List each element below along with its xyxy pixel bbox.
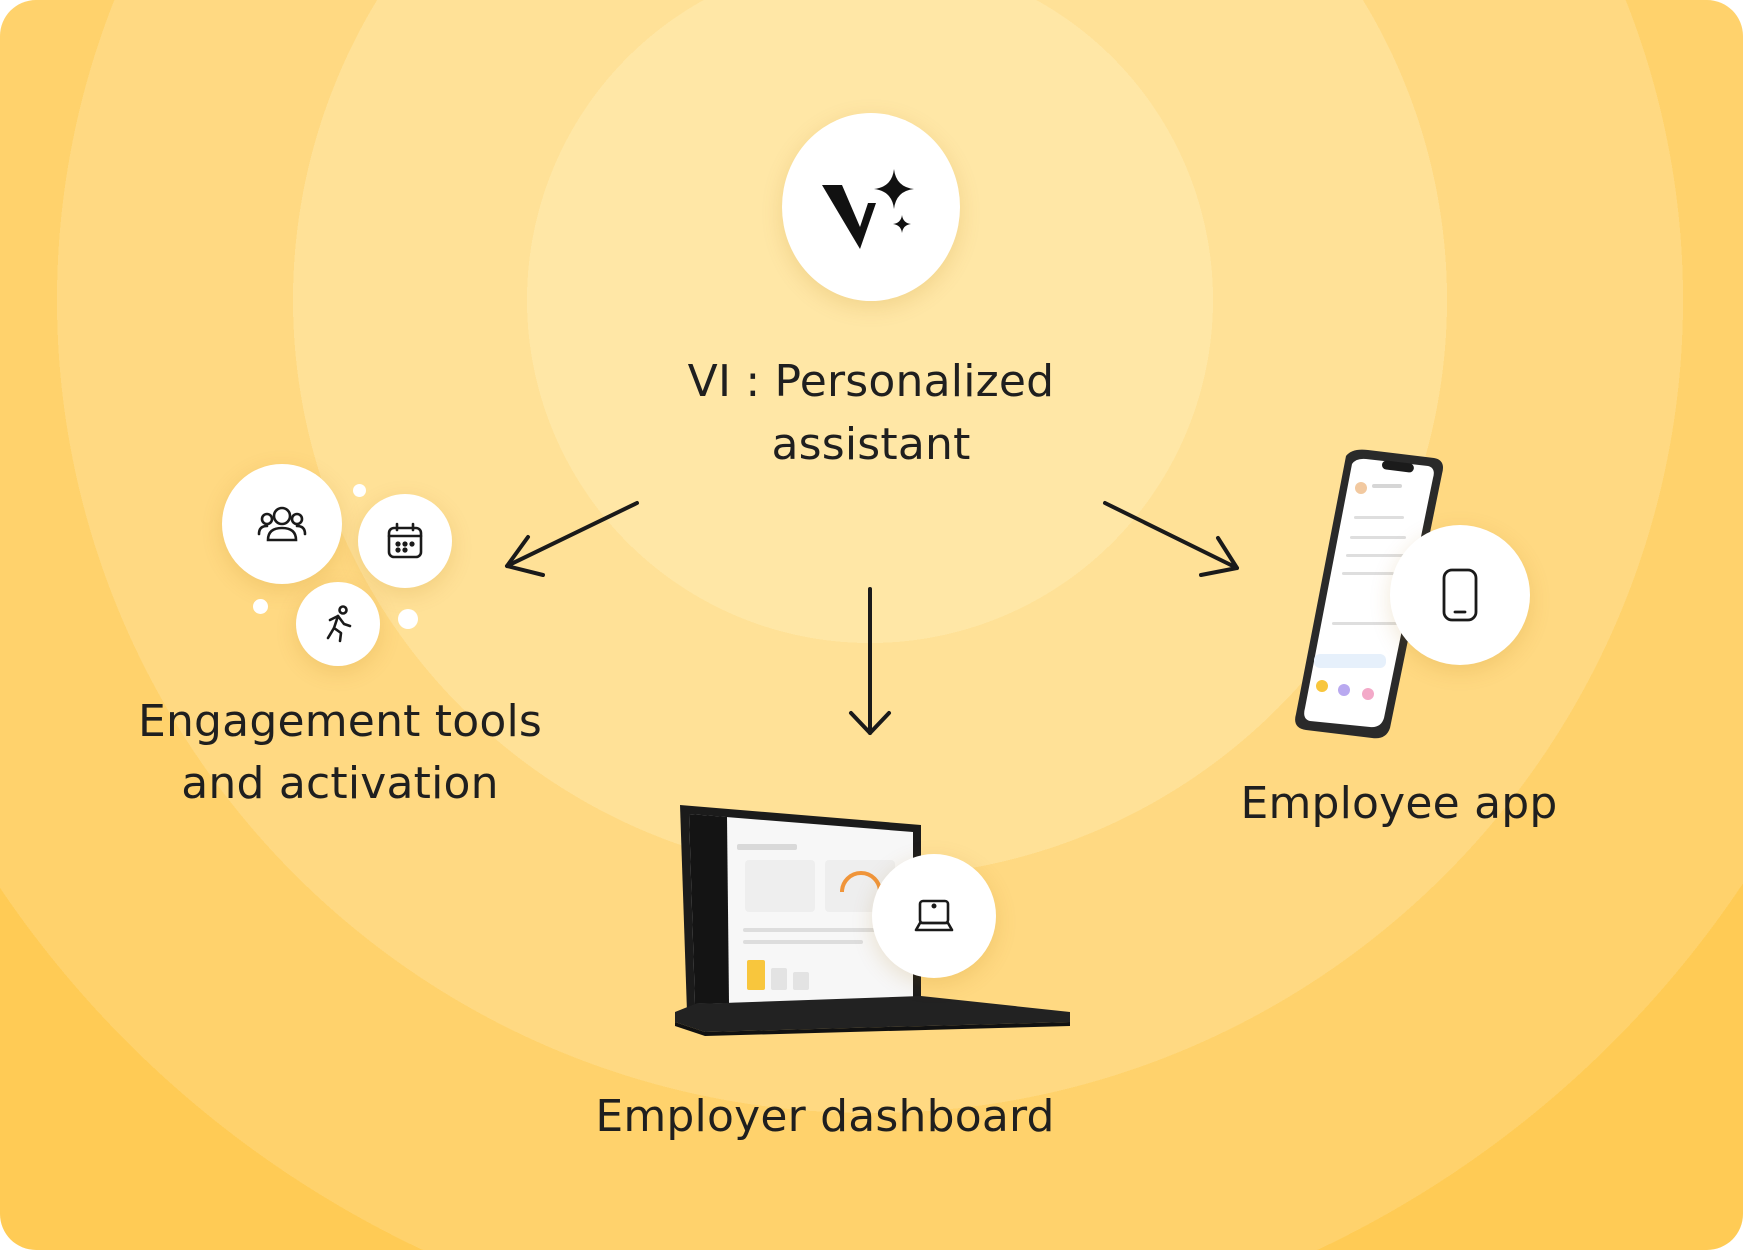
arrow-to-employee-app	[1103, 501, 1239, 577]
decorative-dot-3	[398, 609, 418, 629]
smartphone-icon	[1442, 568, 1478, 622]
center-title-line2: assistant	[771, 419, 971, 470]
laptop-icon	[914, 899, 954, 932]
running-person-badge	[296, 582, 380, 666]
users-group-badge	[222, 464, 342, 584]
decorative-dot-1	[353, 484, 366, 497]
laptop-mockup	[675, 805, 1070, 1036]
engagement-label-line1: Engagement tools	[137, 696, 543, 747]
calendar-icon	[387, 522, 423, 559]
decorative-dot-2	[253, 599, 268, 614]
laptop-badge	[872, 854, 996, 978]
center-title-line1: VI : Personalized	[687, 356, 1055, 407]
phone-mockup	[1295, 449, 1443, 739]
vi-logo-badge	[782, 113, 960, 301]
smartphone-badge	[1390, 525, 1530, 665]
arrow-to-dashboard	[849, 587, 891, 735]
employee-app-label: Employee app	[1240, 778, 1558, 829]
engagement-label-line2: and activation	[181, 758, 499, 809]
calendar-badge	[358, 494, 452, 588]
vi-sparkle-logo-icon	[822, 169, 914, 249]
employer-dashboard-label: Employer dashboard	[595, 1091, 1055, 1142]
users-group-icon	[257, 506, 307, 542]
running-person-icon	[326, 605, 352, 643]
arrow-to-engagement	[505, 501, 639, 577]
